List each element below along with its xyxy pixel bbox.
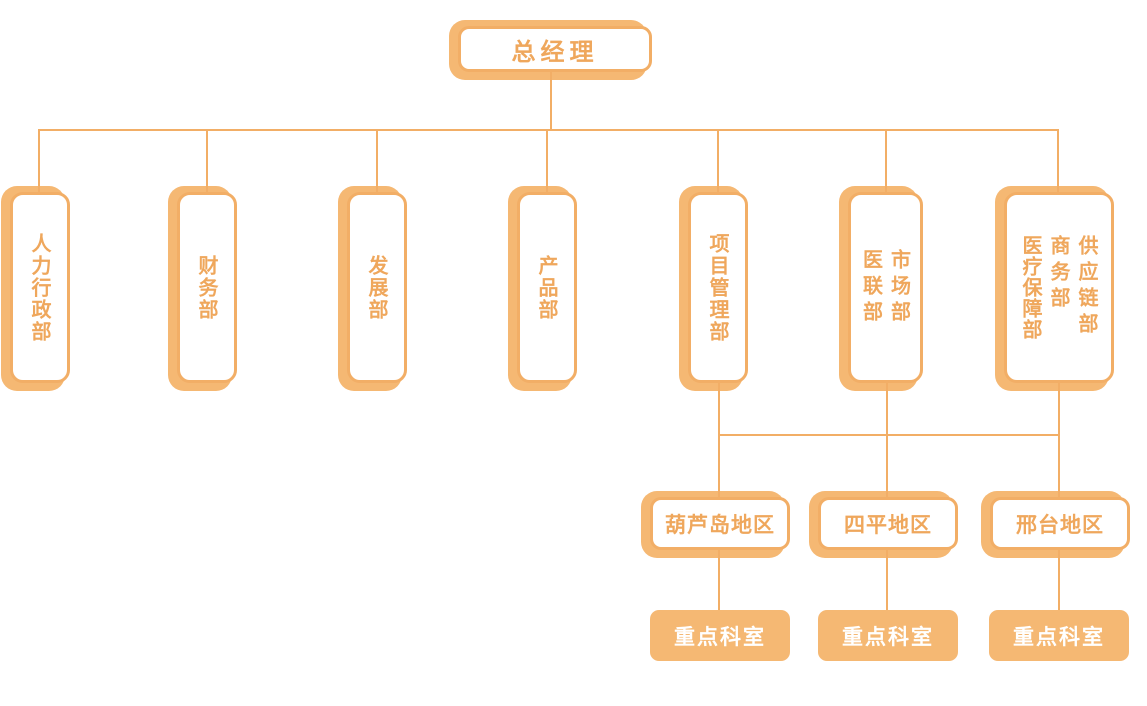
node-dept-medical-security-business-supply-chain: 医疗保障部 商务部 供应链部: [995, 186, 1114, 391]
dept-label: 供应链部: [1075, 235, 1099, 339]
node-dept-medical-alliance-market: 医联部 市场部: [839, 186, 923, 391]
dept-label: 市场部: [887, 248, 912, 327]
connector-line: [885, 129, 887, 193]
node-dept-product: 产品部: [508, 186, 577, 391]
key-unit-label: 重点科室: [842, 624, 934, 649]
node-label: 总经理: [511, 37, 599, 66]
node-region-huludao: 葫芦岛地区: [641, 491, 790, 558]
connector-line: [38, 129, 40, 193]
connector-line: [1057, 129, 1059, 193]
dept-label-columns: 医联部 市场部: [859, 248, 912, 327]
dept-label: 发展部: [365, 254, 389, 321]
node-key-unit-1: 重点科室: [650, 610, 790, 661]
node-dept-hr-admin: 人力行政部: [1, 186, 70, 391]
dept-label: 产品部: [535, 254, 559, 321]
node-dept-finance: 财务部: [168, 186, 237, 391]
dept-label: 商务部: [1047, 235, 1071, 313]
dept-label-columns: 医疗保障部 商务部 供应链部: [1019, 235, 1099, 340]
connector-line: [718, 381, 720, 499]
node-key-unit-3: 重点科室: [989, 610, 1129, 661]
key-unit-label: 重点科室: [1013, 624, 1105, 649]
connector-line: [546, 129, 548, 193]
connector-line: [550, 70, 552, 130]
node-general-manager: 总经理: [449, 20, 652, 80]
connector-line: [718, 434, 1060, 436]
dept-label: 人力行政部: [28, 232, 52, 343]
dept-label: 财务部: [195, 254, 219, 321]
connector-line: [886, 548, 888, 610]
connector-line: [717, 129, 719, 193]
dept-label: 医疗保障部: [1019, 235, 1043, 340]
region-label: 葫芦岛地区: [665, 512, 775, 537]
connector-line: [886, 381, 888, 499]
region-label: 邢台地区: [1016, 512, 1104, 537]
node-region-siping: 四平地区: [809, 491, 958, 558]
connector-line: [718, 548, 720, 610]
connector-line: [206, 129, 208, 193]
connector-line: [1058, 548, 1060, 610]
node-region-xingtai: 邢台地区: [981, 491, 1130, 558]
dept-label: 医联部: [859, 248, 884, 327]
connector-line: [376, 129, 378, 193]
connector-line: [38, 129, 1059, 131]
region-label: 四平地区: [844, 512, 932, 537]
node-dept-project-management: 项目管理部: [679, 186, 748, 391]
key-unit-label: 重点科室: [674, 624, 766, 649]
dept-label: 项目管理部: [706, 232, 730, 343]
node-dept-development: 发展部: [338, 186, 407, 391]
node-key-unit-2: 重点科室: [818, 610, 958, 661]
connector-line: [1058, 381, 1060, 499]
